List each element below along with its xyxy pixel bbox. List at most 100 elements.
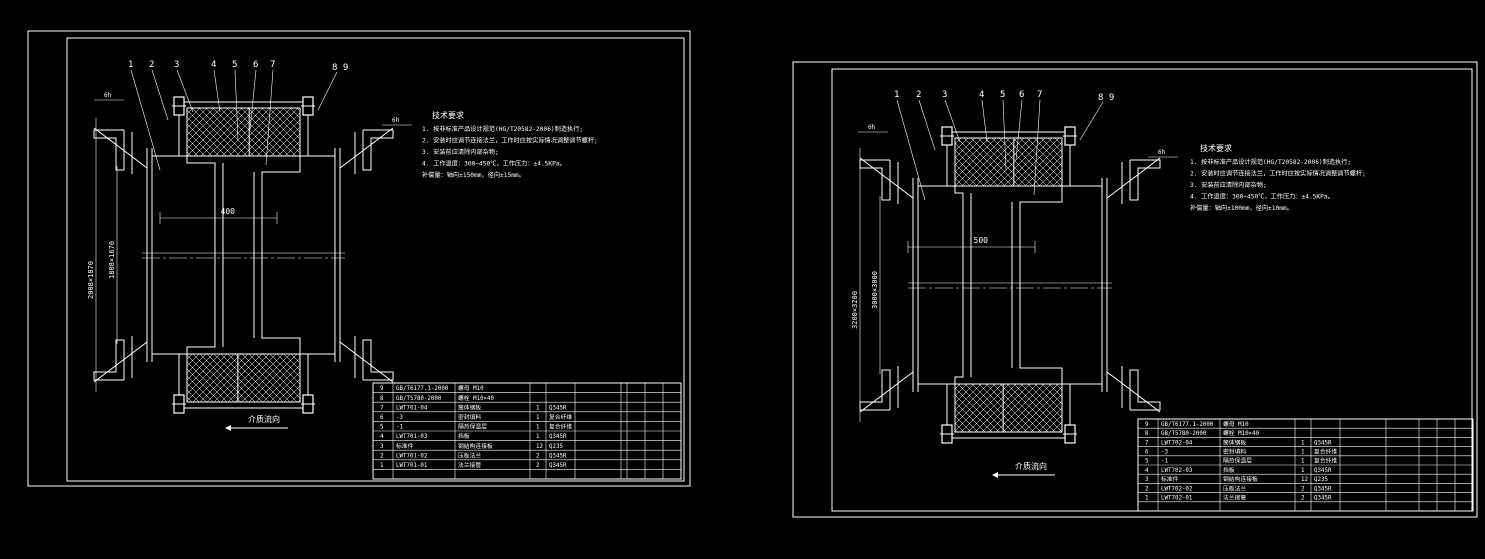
leader-line <box>317 71 338 111</box>
inner-sleeve-right <box>1019 186 1063 384</box>
bom-cell: 5 <box>1145 459 1149 465</box>
bom-cell: LWT702-04 <box>1161 440 1193 446</box>
bom-cell: 1 <box>536 434 540 440</box>
bom-cell: 筒体钢板 <box>458 403 481 411</box>
inner-sleeve-left <box>186 156 216 354</box>
inner-frame <box>66 37 685 482</box>
bom-cell: Q345R <box>549 463 567 469</box>
channel-bracket <box>859 159 891 201</box>
bom-cell: Q345R <box>549 434 567 440</box>
bom-cell: 8 <box>380 396 384 402</box>
note-line: 补偿量：轴向±100mm，径向±10mm。 <box>1190 204 1293 212</box>
part-number-5: 5 <box>232 60 237 70</box>
bom-cell: LWT702-03 <box>1161 468 1193 474</box>
part-number-6: 6 <box>1019 90 1024 100</box>
bom-cell: 隔热保温层 <box>458 423 487 431</box>
bom-cell: 7 <box>1145 440 1149 446</box>
bom-cell: 6 <box>1145 450 1149 456</box>
bom-cell: 压板法兰 <box>458 451 481 459</box>
stay <box>339 127 394 169</box>
leader-line <box>896 99 926 201</box>
leader-line <box>1002 99 1007 171</box>
leader-line <box>1033 99 1041 196</box>
bom-cell: Q345R <box>1314 468 1332 474</box>
channel-bracket <box>859 369 891 411</box>
bom-cell: Q345R <box>1314 440 1332 446</box>
weld-symbol-left: 6h <box>868 124 876 131</box>
bom-cell: -1 <box>396 425 403 431</box>
bom-cell: LWT702-01 <box>1161 496 1193 502</box>
bom-cell: 2 <box>380 453 384 459</box>
flow-direction-label: 介质流向 <box>1015 461 1047 471</box>
bom-cell: 7 <box>380 405 384 411</box>
channel-bracket <box>362 339 394 381</box>
bom-cell: LWT701-01 <box>396 463 428 469</box>
bom-cell: 1 <box>536 425 540 431</box>
bom-cell: 挡板 <box>458 432 470 440</box>
insulation-top <box>954 137 1063 187</box>
bom-cell: 2 <box>536 463 540 469</box>
stay <box>1106 157 1161 199</box>
bom-cell: GB/T5780-2000 <box>396 396 442 402</box>
leader-line <box>130 69 161 171</box>
weld-symbol-right: 6h <box>1158 149 1166 156</box>
bom-cell: 1 <box>380 463 384 469</box>
stay <box>93 341 148 383</box>
leader-line <box>1015 99 1023 161</box>
bom-cell: 法兰接管 <box>458 461 481 469</box>
casing-top <box>946 131 1071 186</box>
bom-cell: 1 <box>1301 450 1305 456</box>
note-line: 1. 按非标准产品设计规范(HG/T20582-2006)制造执行; <box>1190 158 1351 166</box>
bom-cell: 5 <box>380 425 384 431</box>
dimension-outer-text: 2008×1870 <box>87 261 95 299</box>
part-number-7: 7 <box>1037 90 1042 100</box>
stay <box>93 127 148 169</box>
bom-cell: 8 <box>1145 431 1149 437</box>
bom-cell: 复合纤维 <box>1314 448 1337 456</box>
part-number-5: 5 <box>1000 90 1005 100</box>
note-line: 2. 安装时应调节连接法兰，工作时应按实际情况调整调节螺杆; <box>422 137 598 145</box>
stay <box>339 341 394 383</box>
stay <box>1106 371 1161 413</box>
stay <box>859 157 914 199</box>
dimension-inner-text: 3000×3000 <box>871 271 879 309</box>
bom-cell: 2 <box>1301 496 1305 502</box>
note-line: 3. 安装前应清除内部杂物; <box>1190 181 1267 189</box>
bom-cell: LWT701-03 <box>396 434 428 440</box>
note-line: 4. 工作温度：300~450℃，工作压力：±4.5KPa。 <box>422 160 566 168</box>
channel-bracket <box>93 339 125 381</box>
inner-sleeve-right <box>261 156 301 354</box>
notes-title: 技术要求 <box>1200 143 1232 153</box>
bom-cell: 6 <box>380 415 384 421</box>
inner-sleeve-left <box>954 186 964 384</box>
bom-cell: 1 <box>1301 440 1305 446</box>
bom-cell: 1 <box>1301 468 1305 474</box>
bom-cell: 密封填料 <box>458 413 481 421</box>
bom-cell: 螺母 M10 <box>1223 420 1249 428</box>
bom-cell: GB/T6177.1-2000 <box>396 386 449 392</box>
part-number-1: 1 <box>894 90 899 100</box>
bom-cell: 筒体钢板 <box>1223 438 1246 446</box>
bom-cell: 2 <box>536 453 540 459</box>
casing-bottom <box>946 384 1071 439</box>
dimension-inner-text: 1808×1670 <box>108 241 116 279</box>
leader-line <box>944 99 961 143</box>
stay <box>859 371 914 413</box>
outer-frame <box>792 61 1478 518</box>
dimension-width: 400 <box>221 207 236 216</box>
leader-line <box>265 69 274 166</box>
bom-cell: 复合纤维 <box>549 423 572 431</box>
note-line: 3. 安装前应清除内部杂物; <box>422 148 499 156</box>
bom-cell: 3 <box>1145 477 1149 483</box>
part-number-6: 6 <box>253 60 258 70</box>
bom-cell: 9 <box>380 386 384 392</box>
bom-cell: 密封填料 <box>1223 448 1246 456</box>
leader-line <box>176 69 194 113</box>
weld-symbol-right: 6h <box>392 117 400 124</box>
bom-cell: Q345R <box>1314 486 1332 492</box>
bom-cell: 螺栓 M10×40 <box>1223 429 1260 437</box>
bom-cell: 法兰接管 <box>1223 494 1246 502</box>
